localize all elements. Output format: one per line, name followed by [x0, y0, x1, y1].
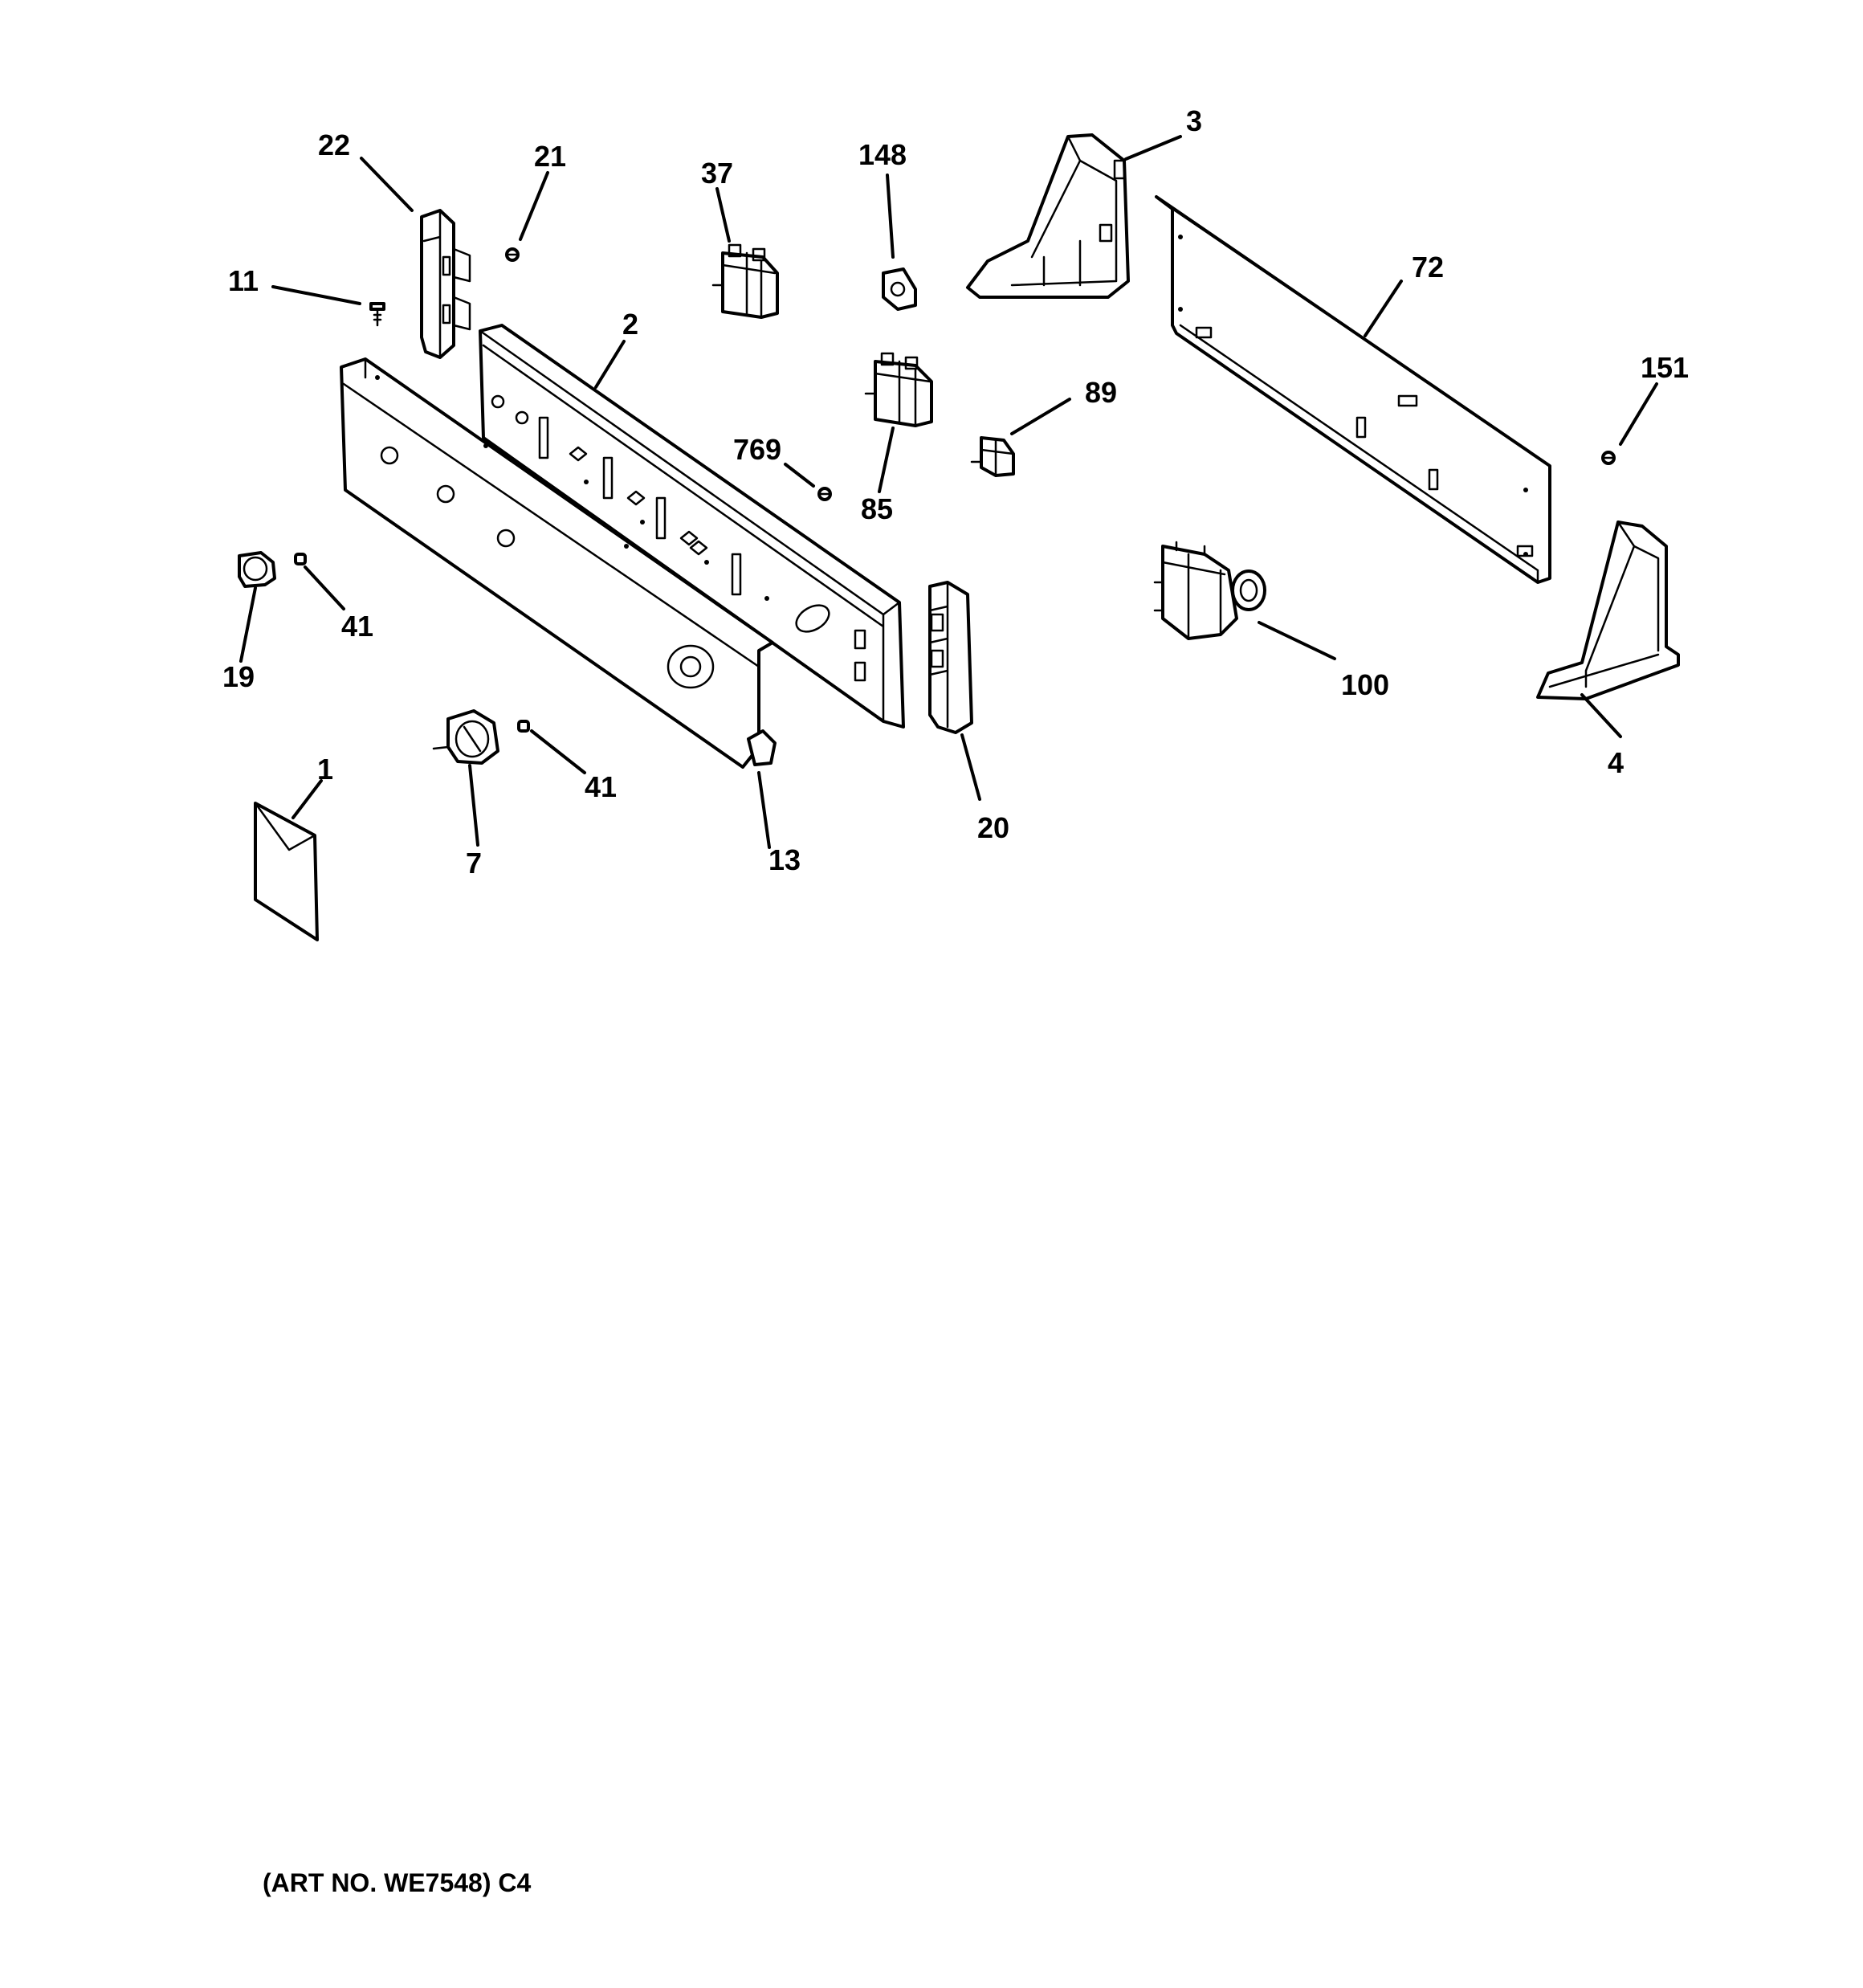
part-7-knob[interactable]	[432, 709, 499, 765]
callout-11: 11	[228, 264, 259, 297]
callout-148: 148	[858, 138, 907, 171]
part-21-screw[interactable]	[505, 247, 520, 262]
callout-2: 2	[622, 308, 638, 341]
part-85-switch[interactable]	[864, 352, 933, 427]
part-72-back-panel[interactable]	[1155, 195, 1551, 584]
callout-21: 21	[534, 140, 566, 173]
part-89-small-switch[interactable]	[970, 436, 1015, 477]
part-11-screw[interactable]	[369, 302, 385, 327]
callout-1: 1	[317, 753, 333, 786]
callout-41-upper: 41	[341, 610, 373, 643]
part-22-end-bracket[interactable]	[420, 209, 471, 359]
callout-41-lower: 41	[585, 770, 617, 803]
callout-7: 7	[466, 847, 482, 880]
callout-37: 37	[701, 157, 733, 190]
part-3-side-bracket[interactable]	[966, 133, 1130, 299]
part-37-switch[interactable]	[711, 243, 779, 319]
callout-151: 151	[1641, 351, 1689, 384]
callout-85: 85	[861, 492, 893, 525]
art-number: (ART NO. WE7548) C4	[263, 1868, 531, 1897]
callout-100: 100	[1341, 668, 1389, 701]
part-148-clip[interactable]	[882, 267, 917, 311]
part-4-side-bracket[interactable]	[1536, 520, 1680, 700]
callout-3: 3	[1186, 104, 1202, 137]
part-100-timer[interactable]	[1153, 541, 1266, 640]
callout-4: 4	[1608, 746, 1624, 779]
part-41-clip-upper[interactable]	[294, 553, 307, 565]
part-41-clip-lower[interactable]	[517, 720, 530, 733]
part-2-control-panel[interactable]	[479, 324, 905, 729]
part-151-screw[interactable]	[1601, 451, 1616, 465]
leader-lines	[239, 135, 1658, 849]
callout-labels: 22 21 11 2 37 148 3 72 151 89 769 85 100…	[222, 104, 1689, 880]
callout-20: 20	[977, 811, 1009, 844]
callout-89: 89	[1085, 376, 1117, 409]
part-19-knob[interactable]	[238, 551, 276, 588]
part-1-envelope[interactable]	[254, 802, 319, 941]
callout-13: 13	[768, 843, 801, 876]
callout-19: 19	[222, 660, 255, 693]
part-769-screw[interactable]	[817, 487, 832, 501]
callout-22: 22	[318, 129, 350, 161]
part-20-end-cap[interactable]	[928, 581, 973, 734]
part-13-front-panel[interactable]	[340, 357, 777, 769]
callout-72: 72	[1412, 251, 1444, 284]
callout-769: 769	[733, 433, 781, 466]
